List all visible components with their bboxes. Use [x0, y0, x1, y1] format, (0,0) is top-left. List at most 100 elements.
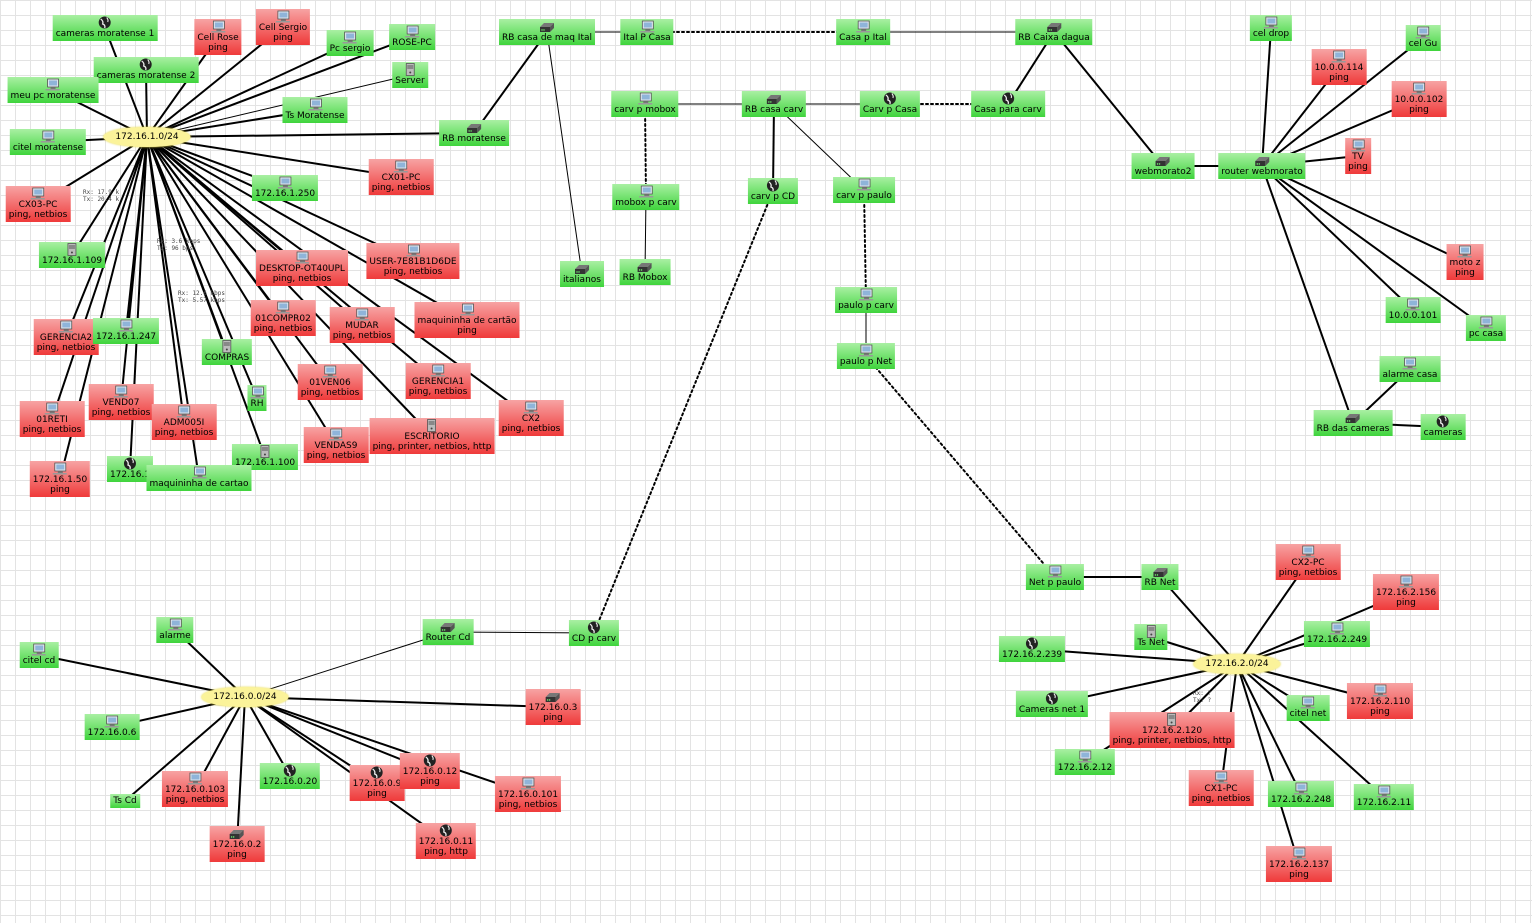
- node-n1109[interactable]: 172.16.1.109: [38, 242, 106, 268]
- node-cam2[interactable]: cameras moratense 2: [93, 57, 199, 83]
- node-camnet1[interactable]: Cameras net 1: [1015, 691, 1089, 717]
- monitor-icon: [1478, 316, 1494, 329]
- node-routercd[interactable]: Router Cd: [422, 619, 474, 645]
- node-moboxpcarv[interactable]: mobox p carv: [612, 184, 680, 210]
- node-italpcasa[interactable]: Ital P Casa: [620, 19, 674, 45]
- node-cdpcarv[interactable]: CD p carv: [568, 620, 620, 646]
- node-n1250[interactable]: 172.16.1.250: [251, 175, 319, 201]
- node-citelmor[interactable]: citel moratense: [9, 129, 87, 155]
- node-server[interactable]: Server: [392, 62, 428, 88]
- node-casapital[interactable]: Casa p Ital: [836, 19, 890, 45]
- node-alarme[interactable]: alarme: [156, 617, 194, 643]
- node-routerweb[interactable]: router webmorato: [1218, 153, 1306, 179]
- node-tscd[interactable]: Ts Cd: [110, 794, 140, 808]
- node-celdrop[interactable]: cel drop: [1249, 15, 1293, 41]
- node-rbcasamaq[interactable]: RB casa de maq Ital: [499, 19, 595, 45]
- node-n2239[interactable]: 172.16.2.239: [998, 636, 1066, 662]
- subnet-s2[interactable]: 172.16.2.0/24: [1193, 654, 1281, 674]
- node-cam1[interactable]: cameras moratense 1: [52, 15, 158, 41]
- node-rbcameras[interactable]: RB das cameras: [1313, 410, 1393, 436]
- node-paulopnet[interactable]: paulo p Net: [836, 343, 896, 369]
- node-n2249[interactable]: 172.16.2.249: [1303, 621, 1371, 647]
- node-n06[interactable]: 172.16.0.6: [84, 714, 140, 740]
- node-citelcd[interactable]: citel cd: [19, 642, 59, 668]
- node-rbcasacarv[interactable]: RB casa carv: [741, 91, 807, 117]
- node-paulopcarv[interactable]: paulo p carv: [835, 287, 897, 313]
- node-italianos[interactable]: italianos: [560, 261, 604, 287]
- node-rh[interactable]: RH: [247, 385, 267, 411]
- node-rbmobox[interactable]: RB Mobox: [619, 259, 671, 285]
- node-n2248[interactable]: 172.16.2.248: [1267, 781, 1335, 807]
- node-carvmobox[interactable]: carv p mobox: [611, 91, 679, 117]
- node-rbnet[interactable]: RB Net: [1141, 564, 1179, 590]
- node-pcsergio[interactable]: Pc sergio: [326, 30, 374, 56]
- node-netppaulo[interactable]: Net p paulo: [1025, 564, 1085, 590]
- node-tsnet[interactable]: Ts Net: [1134, 624, 1168, 650]
- node-webm2[interactable]: webmorato2: [1131, 153, 1195, 179]
- node-pccasa[interactable]: pc casa: [1465, 315, 1507, 341]
- node-maq2[interactable]: maquininha de cartao: [146, 465, 252, 491]
- node-carvpcd[interactable]: carv p CD: [747, 178, 799, 204]
- node-citelnet[interactable]: citel net: [1286, 695, 1330, 721]
- subnet-s1[interactable]: 172.16.1.0/24: [103, 127, 191, 147]
- subnet-s0[interactable]: 172.16.0.0/24: [201, 687, 289, 707]
- node-cameras[interactable]: cameras: [1420, 414, 1466, 440]
- node-tsmor[interactable]: Ts Moratense: [282, 97, 348, 123]
- node-n101[interactable]: 10.0.0.101: [1385, 297, 1441, 323]
- node-rbcaixa[interactable]: RB Caixa dagua: [1015, 19, 1093, 45]
- node-carvpcasa[interactable]: Carv p Casa: [859, 91, 921, 117]
- node-n1x[interactable]: 172.16.1: [106, 456, 154, 482]
- node-celgu[interactable]: cel Gu: [1405, 25, 1441, 51]
- node-n211[interactable]: 172.16.2.11: [1353, 784, 1415, 810]
- node-rbmor[interactable]: RB moratense: [439, 120, 509, 146]
- node-n1100[interactable]: 172.16.1.100: [231, 444, 299, 470]
- node-alarmecasa[interactable]: alarme casa: [1379, 356, 1441, 382]
- node-meupc[interactable]: meu pc moratense: [7, 77, 99, 103]
- node-n020[interactable]: 172.16.0.20: [259, 763, 321, 789]
- node-compras[interactable]: COMPRAS: [201, 339, 253, 365]
- node-n1247[interactable]: 172.16.1.247: [92, 318, 160, 344]
- link-routerweb-n101: [1261, 165, 1414, 311]
- node-casaparacarv[interactable]: Casa para carv: [971, 91, 1045, 117]
- node-carvppaulo[interactable]: carv p paulo: [833, 177, 895, 203]
- node-n212[interactable]: 172.16.2.12: [1054, 749, 1116, 775]
- node-rosepc[interactable]: ROSE-PC: [389, 24, 435, 50]
